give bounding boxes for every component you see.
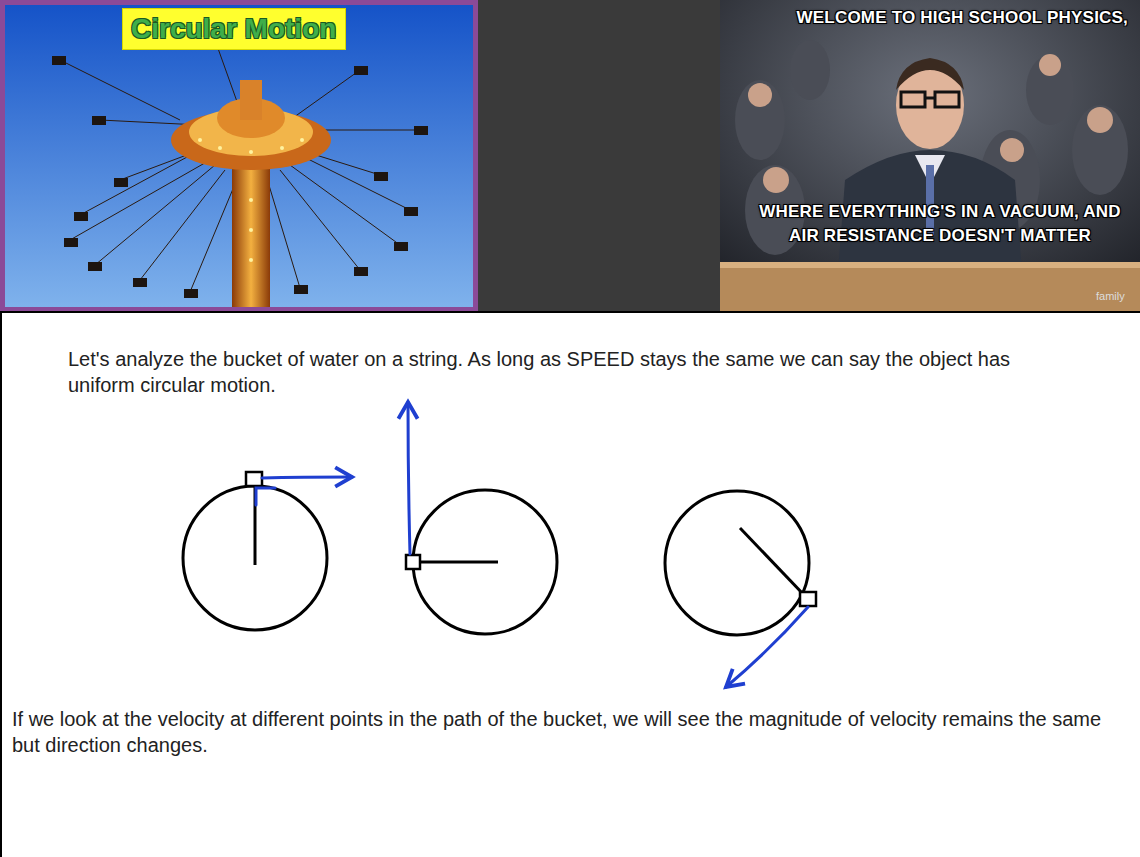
bucket-symbol bbox=[246, 472, 816, 606]
body-text: If we look at the velocity at different … bbox=[12, 706, 1122, 758]
body-text: Let's analyze the bucket of water on a s… bbox=[68, 346, 1028, 398]
meme-caption: WHERE EVERYTHING'S IN A VACUUM, AND AIR … bbox=[755, 200, 1125, 248]
velocity-arrows bbox=[256, 402, 808, 687]
frame-line bbox=[0, 312, 2, 857]
divider-line bbox=[0, 311, 1140, 313]
carousel-photo bbox=[0, 0, 478, 312]
watermark: family bbox=[1096, 290, 1140, 302]
circle-diagrams bbox=[183, 486, 809, 635]
meme-caption: WELCOME TO HIGH SCHOOL PHYSICS, bbox=[760, 8, 1128, 28]
slide-title: Circular Motion bbox=[131, 13, 337, 45]
meme-photo bbox=[720, 0, 1140, 312]
title-box: Circular Motion bbox=[122, 8, 346, 50]
dark-panel bbox=[478, 0, 720, 312]
